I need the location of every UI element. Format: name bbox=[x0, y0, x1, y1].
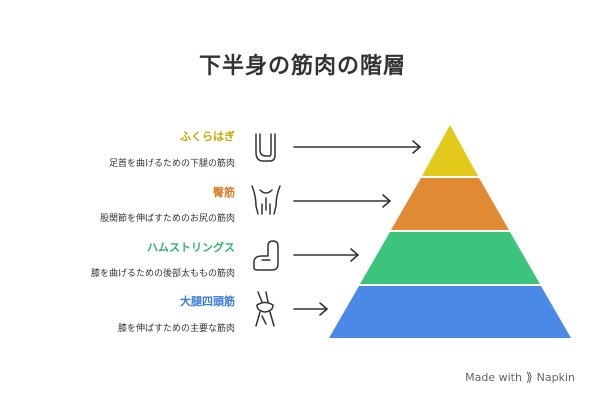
level-title-glutes: 臀筋 bbox=[213, 186, 235, 199]
page-title: 下半身の筋肉の階層 bbox=[198, 54, 406, 79]
level-title-hamstrings: ハムストリングス bbox=[147, 241, 235, 254]
level-title-calf: ふくらはぎ bbox=[180, 130, 235, 143]
arrow-calf bbox=[293, 140, 421, 154]
pyramid-tier-hamstrings bbox=[360, 232, 540, 284]
napkin-logo-icon: ⟫ bbox=[525, 370, 533, 384]
pyramid-tier-glutes bbox=[391, 178, 509, 230]
level-desc-quadriceps: 膝を伸ばすための主要な筋肉 bbox=[117, 324, 235, 334]
footer: Made with ⟫ Napkin bbox=[465, 370, 575, 384]
level-desc-glutes: 股関節を伸ばすためのお尻の筋肉 bbox=[99, 214, 235, 224]
arrow-quadriceps bbox=[293, 302, 328, 316]
flexed-arm-icon bbox=[253, 240, 279, 271]
made-with-label: Made with bbox=[465, 370, 522, 384]
hips-icon bbox=[251, 185, 281, 215]
level-desc-hamstrings: 膝を曲げるための後部太ももの筋肉 bbox=[90, 269, 235, 279]
arrow-hamstrings bbox=[293, 248, 359, 262]
pyramid-tier-calf bbox=[422, 125, 478, 176]
level-desc-calf: 足首を曲げるための下腿の筋肉 bbox=[108, 159, 235, 169]
level-title-quadriceps: 大腿四頭筋 bbox=[180, 295, 235, 308]
pyramid-tier-quadriceps bbox=[329, 286, 571, 338]
arrow-glutes bbox=[293, 194, 391, 208]
foot-icon bbox=[255, 133, 276, 162]
knee-joint-icon bbox=[255, 291, 275, 327]
napkin-brand: Napkin bbox=[536, 370, 575, 384]
